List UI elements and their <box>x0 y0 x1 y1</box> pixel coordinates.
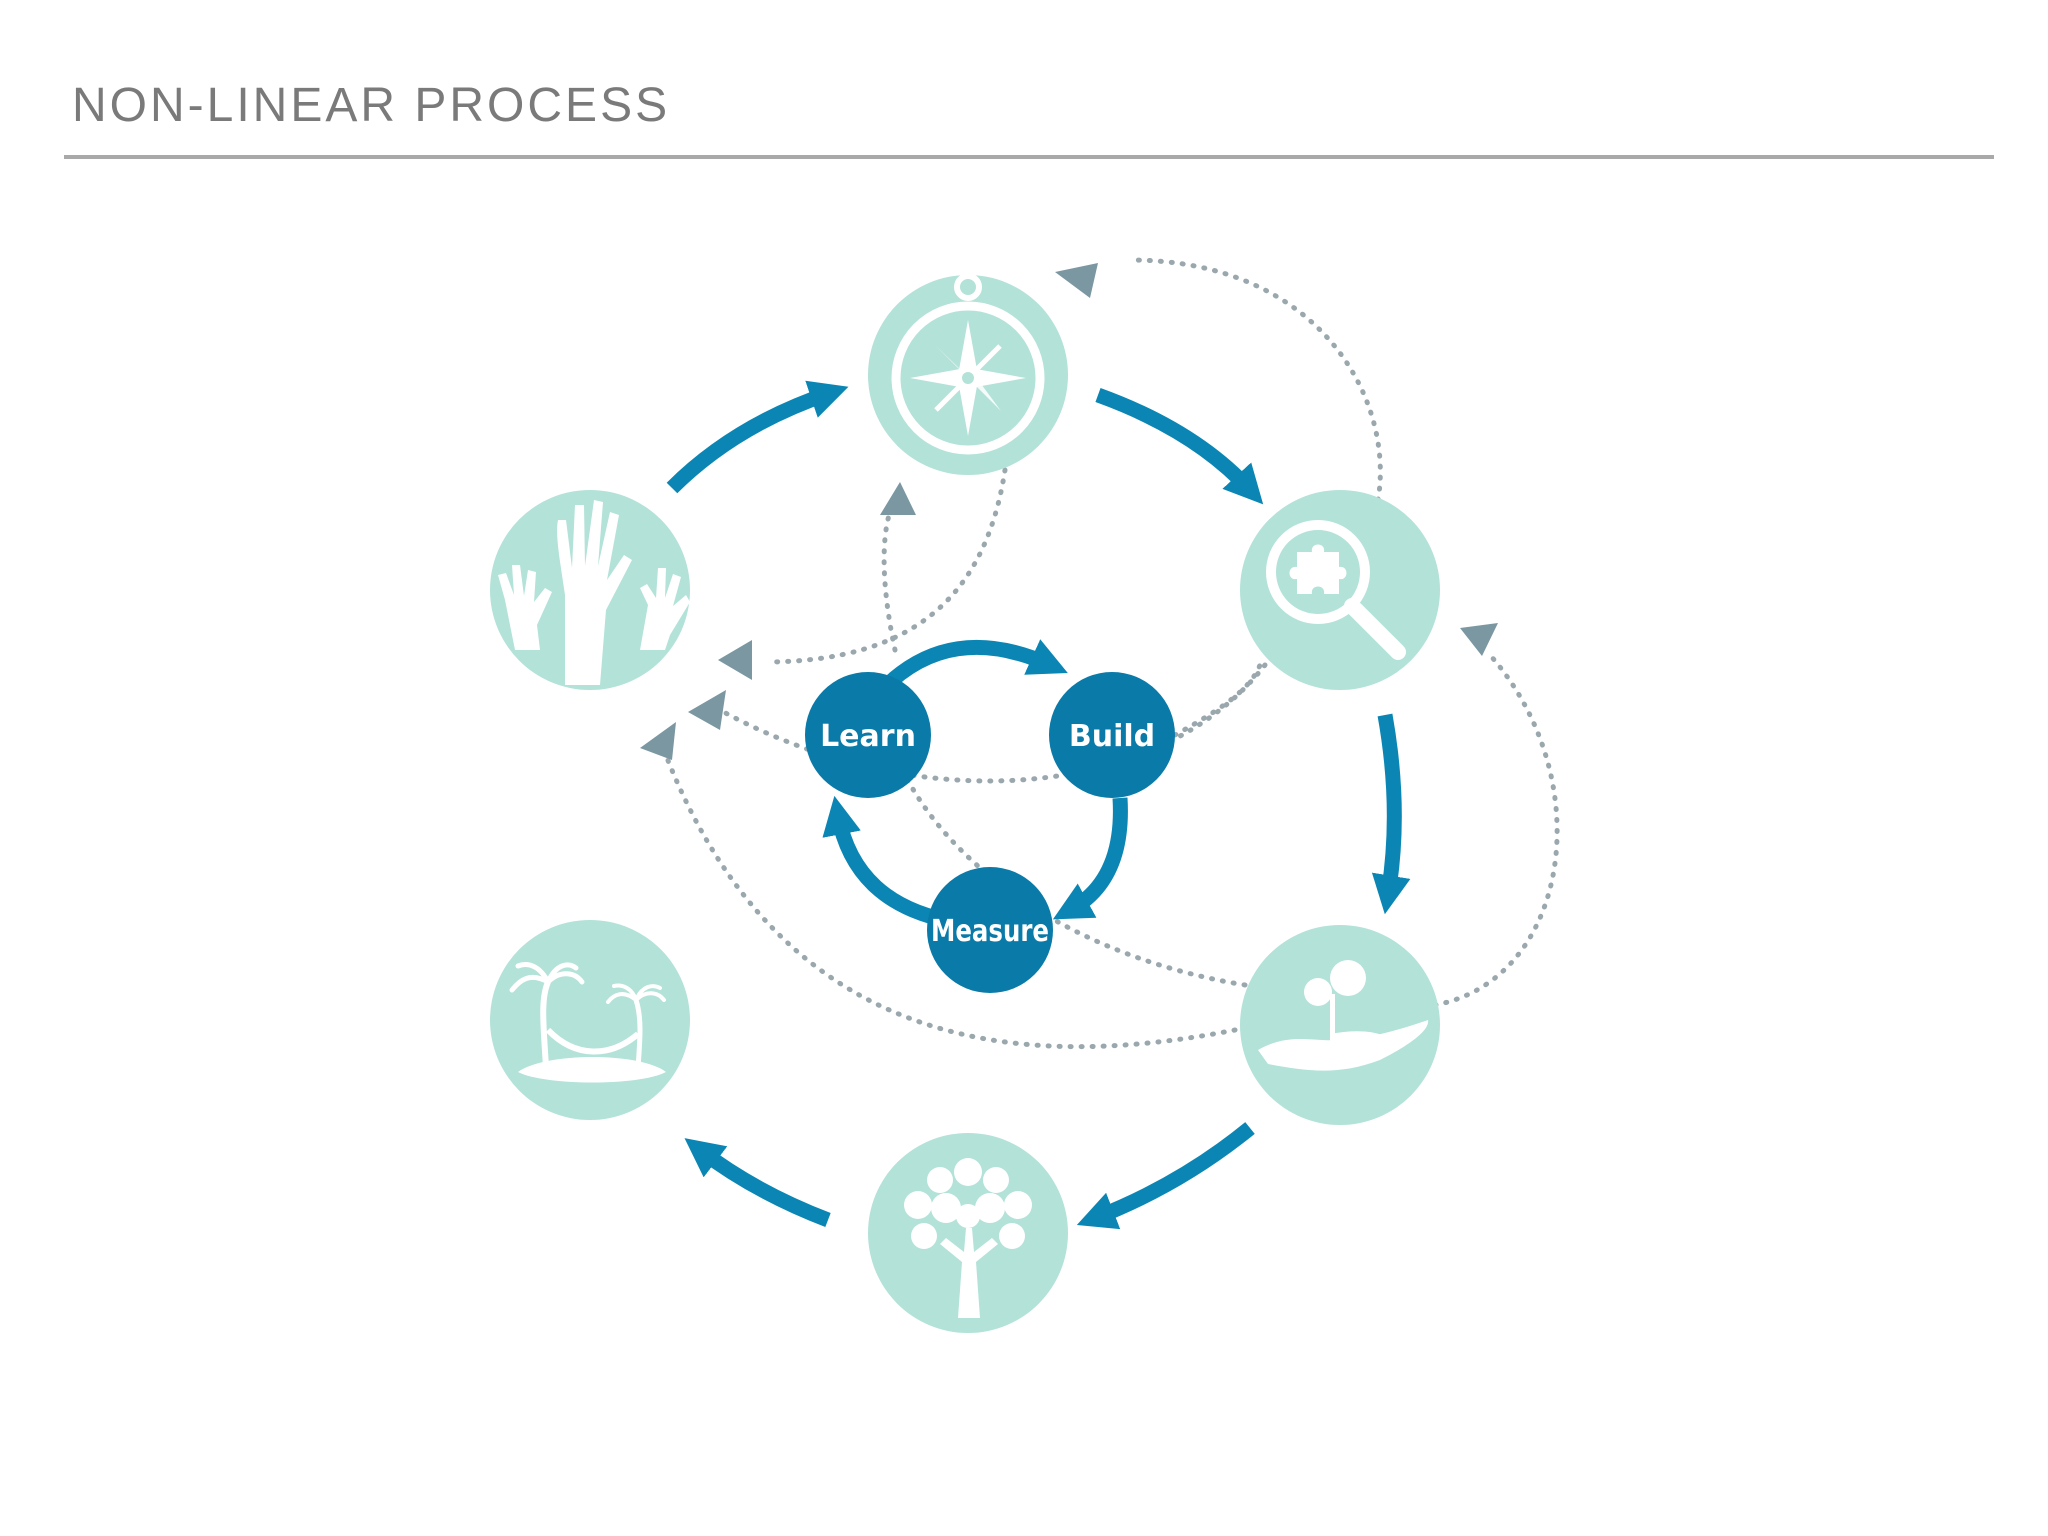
flow-arrow-puzzle-to-seedling <box>1371 713 1411 915</box>
center-node-measure: Measure <box>927 867 1053 993</box>
loop-arrow-build-to-measure <box>1052 797 1128 920</box>
compass-icon <box>891 273 1045 455</box>
stage-compass <box>868 273 1068 475</box>
flow-arrow-compass-to-puzzle <box>1095 387 1264 505</box>
center-node-build: Build <box>1049 672 1175 798</box>
raised-hands-icon <box>498 500 690 685</box>
flow-arrow-seedling-to-tree <box>1076 1122 1255 1230</box>
island-hammock-icon <box>509 962 666 1083</box>
center-node-learn: Learn <box>805 672 931 798</box>
hand-seedling-icon <box>1258 960 1429 1071</box>
dotted-path-seedling-to-puzzle <box>1432 652 1560 1008</box>
loop-arrow-learn-to-build <box>876 639 1068 696</box>
dotted-arrowhead-hands-2 <box>688 690 726 730</box>
tree-icon <box>904 1158 1032 1318</box>
dotted-path-puzzle-to-compass <box>1127 257 1383 503</box>
dotted-feedback-paths <box>659 257 1560 1050</box>
stage-puzzle-magnifier <box>1240 490 1440 690</box>
dotted-path-build-to-puzzle <box>1172 662 1263 738</box>
stage-raised-hands <box>490 490 690 690</box>
dotted-arrowheads <box>640 263 1498 760</box>
dotted-arrowhead-hands-3 <box>640 722 676 760</box>
page-title: NON-LINEAR PROCESS <box>72 79 671 132</box>
dotted-path-measure-to-compass <box>881 492 901 653</box>
center-label-build: Build <box>1069 719 1155 754</box>
center-label-learn: Learn <box>820 719 916 754</box>
title-divider <box>64 155 1994 159</box>
dotted-arrowhead-compass-bottom <box>880 482 916 515</box>
stage-tree <box>868 1133 1068 1333</box>
center-label-measure: Measure <box>931 914 1049 949</box>
flow-arrow-tree-to-island <box>684 1138 831 1228</box>
stage-island-hammock <box>490 920 690 1120</box>
dotted-arrowhead-compass-top <box>1055 263 1098 298</box>
puzzle-magnifier-icon <box>1266 520 1406 660</box>
main-flow-arrows <box>666 380 1411 1230</box>
dotted-path-puzzle-to-hands <box>717 662 1268 784</box>
dotted-arrowhead-puzzle <box>1460 623 1498 656</box>
stage-hand-with-seedling <box>1240 925 1440 1125</box>
dotted-path-compass-to-hands <box>767 467 1008 665</box>
dotted-arrowhead-hands-1 <box>718 640 752 680</box>
flow-arrow-hands-to-compass <box>666 380 849 494</box>
